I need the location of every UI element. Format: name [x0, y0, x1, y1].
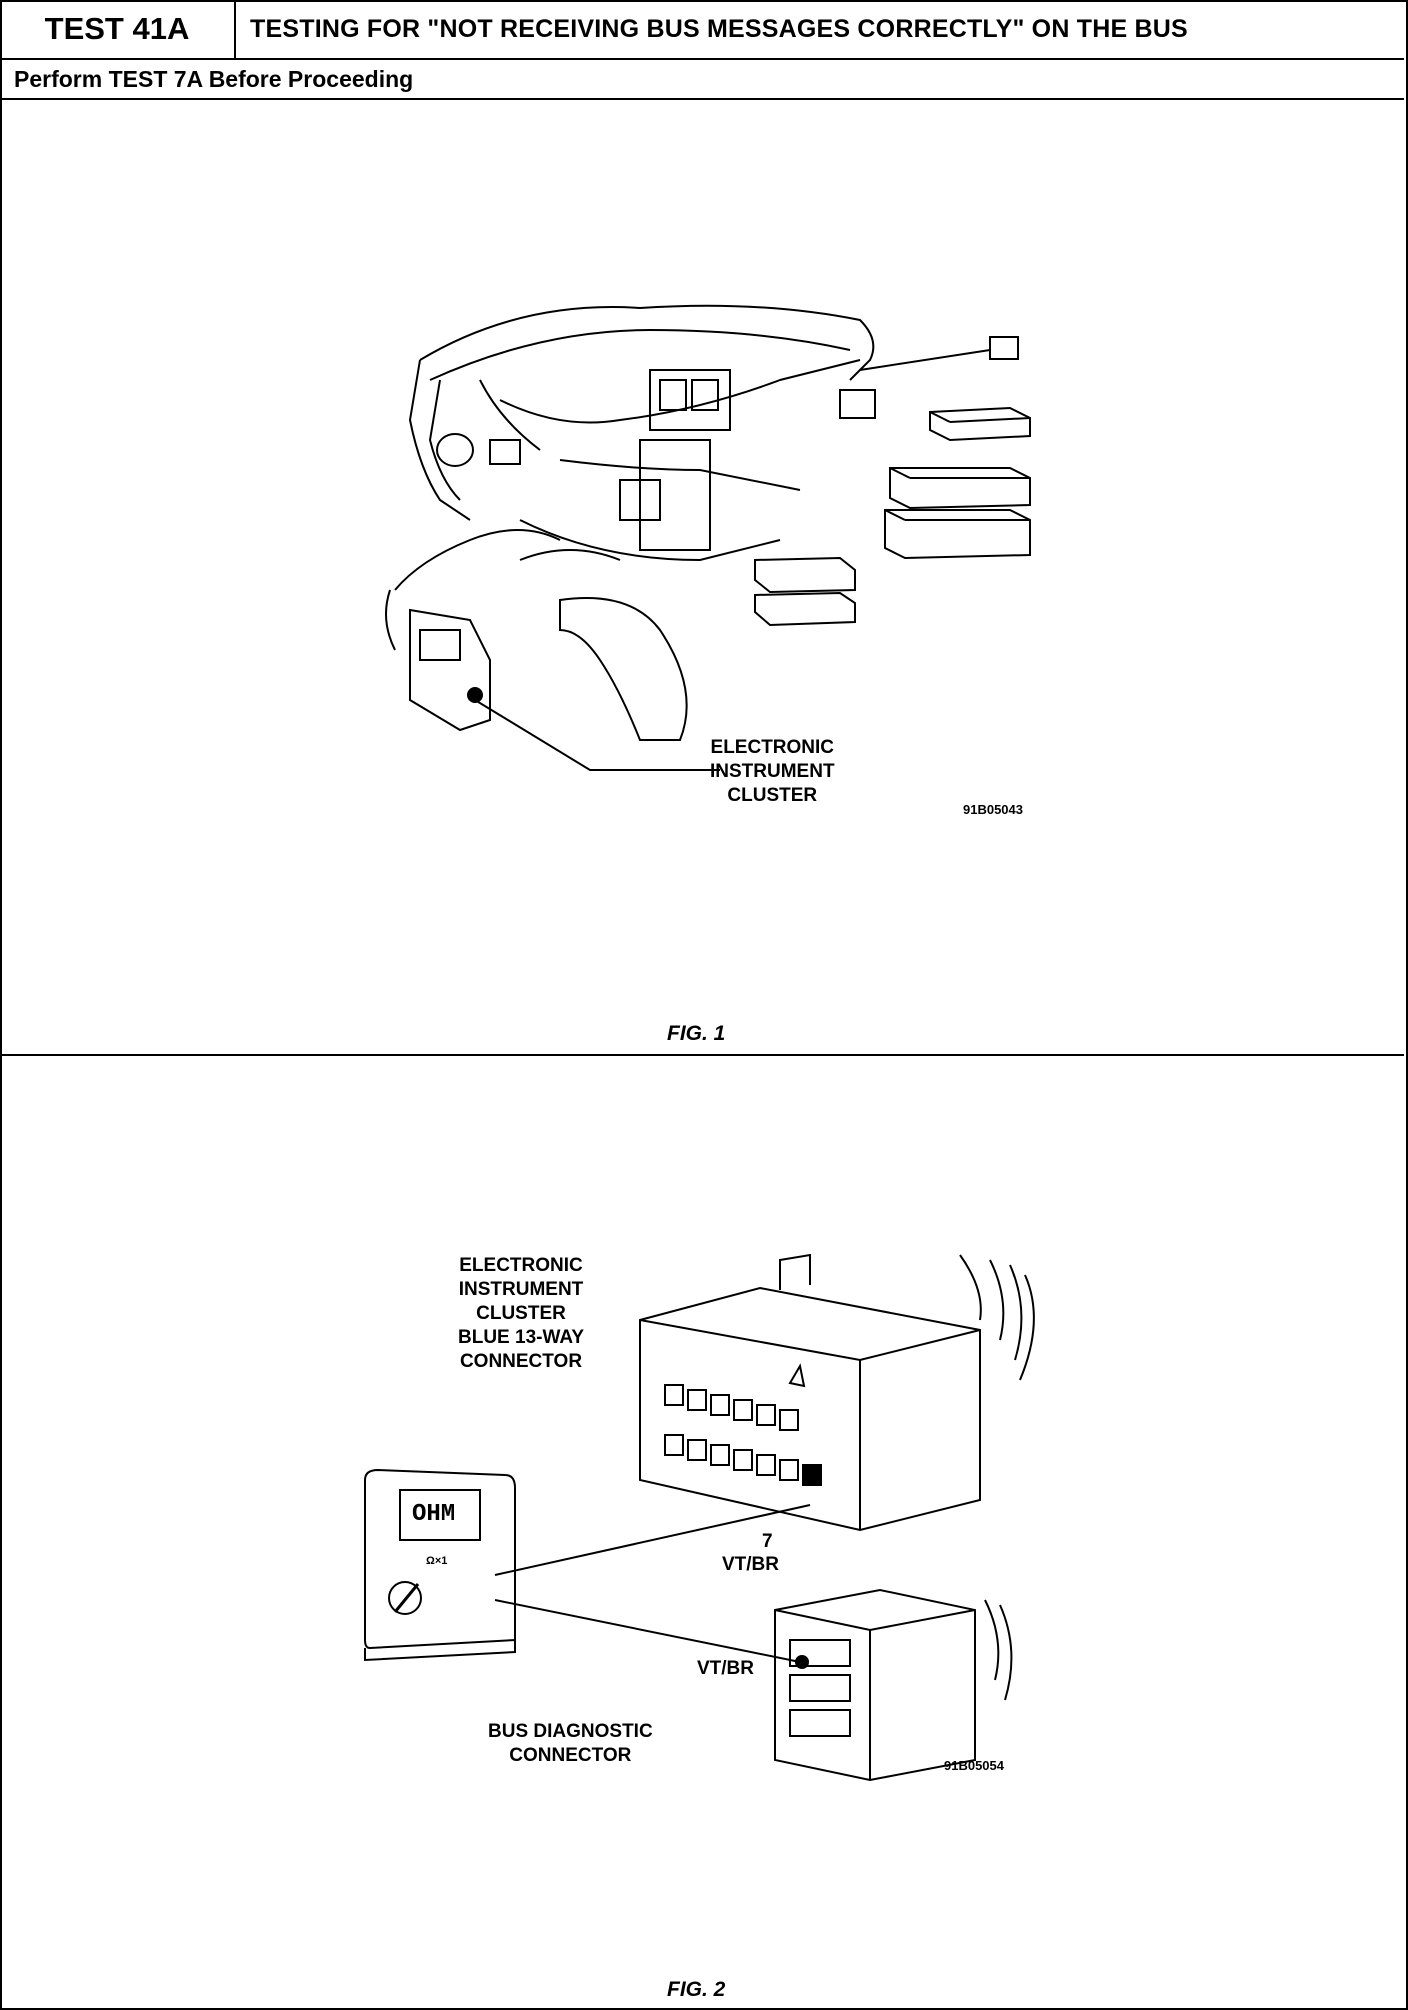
- meter-display: OHM: [412, 1501, 456, 1528]
- figure-divider: [0, 1054, 1404, 1056]
- fig2-label: FIG. 2: [667, 1978, 726, 2001]
- fig2-code: 91B05054: [944, 1758, 1004, 1773]
- blue-13-way-connector-label: ELECTRONIC INSTRUMENT CLUSTER BLUE 13-WA…: [458, 1255, 584, 1372]
- bus-diagnostic-connector-label: BUS DIAGNOSTIC CONNECTOR: [488, 1721, 653, 1766]
- fig1-code: 91B05043: [963, 802, 1023, 817]
- wire-color-top: VT/BR: [722, 1554, 779, 1575]
- test-title: TESTING FOR "NOT RECEIVING BUS MESSAGES …: [250, 14, 1188, 43]
- pin-number: 7: [762, 1531, 773, 1552]
- fig1-label: FIG. 1: [667, 1022, 726, 1045]
- meter-range: Ω×1: [426, 1555, 448, 1567]
- wire-color-bottom: VT/BR: [697, 1658, 754, 1679]
- test-header: TEST 41A TESTING FOR "NOT RECEIVING BUS …: [0, 0, 1404, 60]
- fig1-dashboard-illustration: [385, 304, 1031, 771]
- prerequisite-note: Perform TEST 7A Before Proceeding: [0, 60, 1404, 100]
- test-id: TEST 41A: [0, 0, 236, 58]
- fig1-callout-label: ELECTRONIC INSTRUMENT CLUSTER: [710, 737, 835, 806]
